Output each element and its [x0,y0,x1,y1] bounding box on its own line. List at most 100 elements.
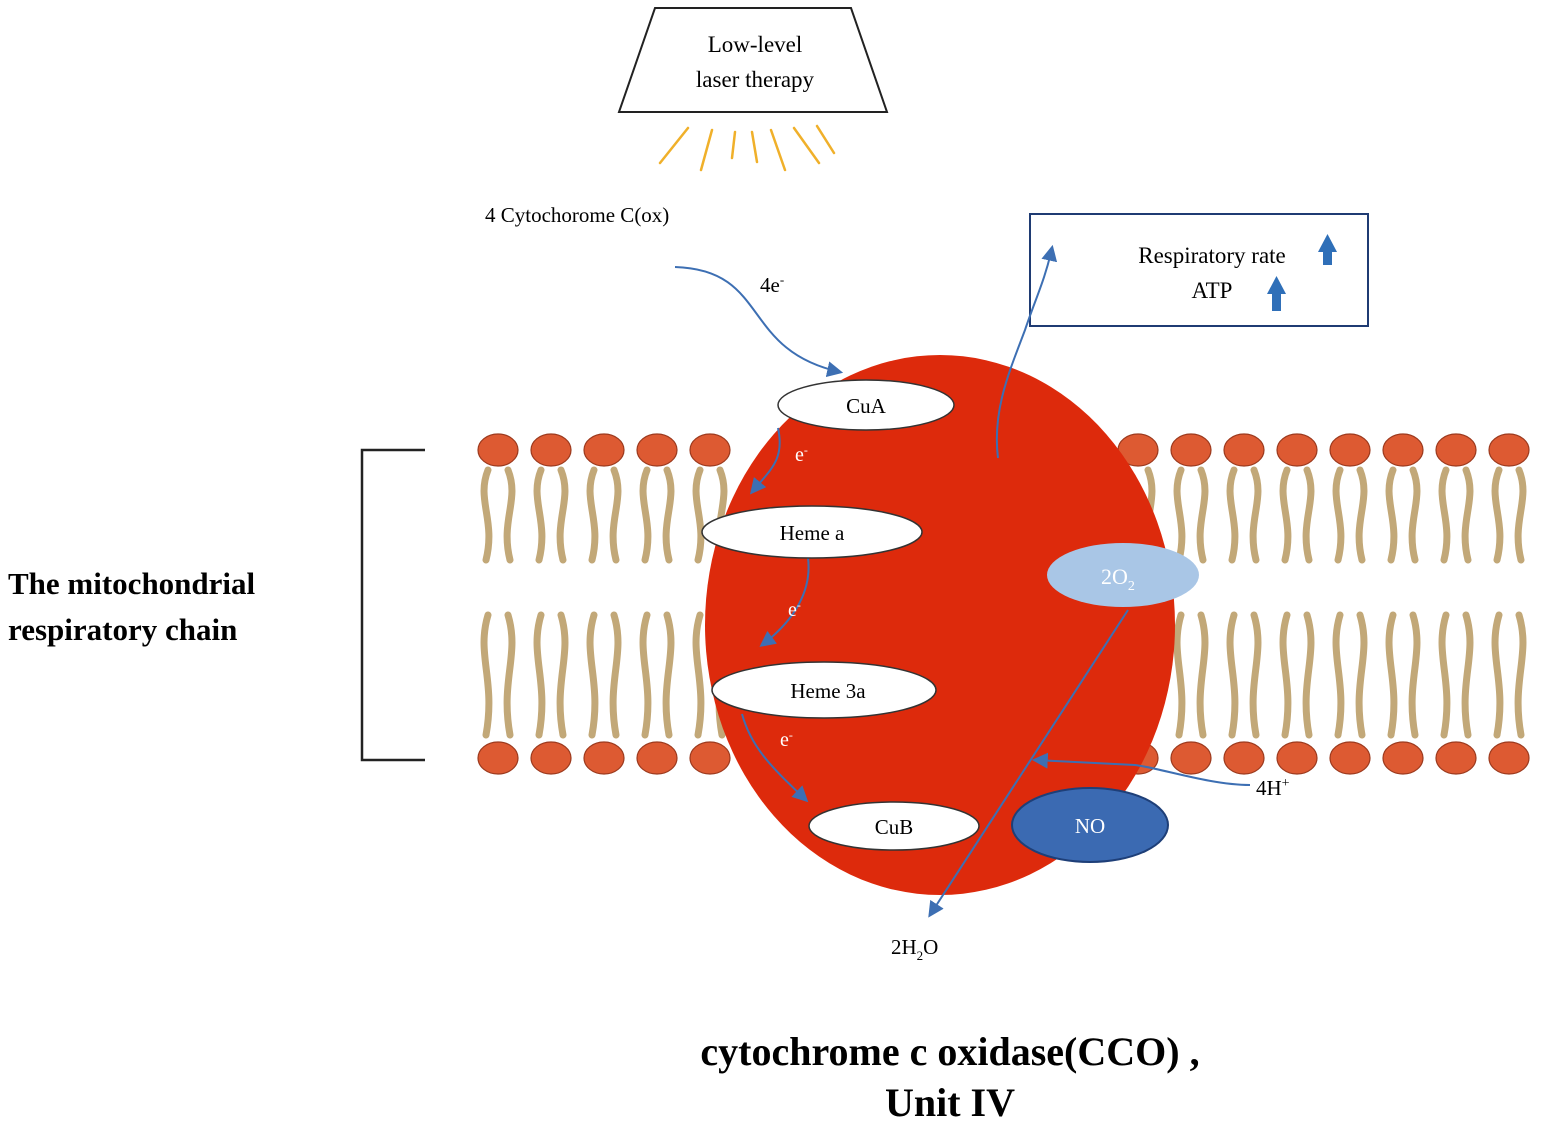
lipid-tail [639,611,652,739]
heme-3a-label: Heme 3a [790,679,866,703]
lipid-head [583,433,625,467]
result-box-frame [1029,213,1369,327]
lipid-tail [1173,611,1186,739]
lipid-tail [1332,466,1345,564]
lipid-head [530,433,572,467]
lipid-tail [1461,466,1474,564]
laser-ray [699,128,714,172]
lipid-tail [1385,611,1398,739]
cua-label: CuA [846,394,887,418]
lipid-head [1329,433,1371,467]
lipid-tail [586,611,599,739]
lipid-tail [503,466,516,564]
electron-input-arrow [674,266,844,378]
heme-3a-center: Heme 3a [711,661,937,719]
lipid-tail [1355,466,1368,564]
lipid-head [1223,741,1265,775]
lipid-head [477,433,519,467]
water-label: 2H2O [891,935,938,963]
laser-device: Low-level laser therapy [617,7,889,113]
oxygen-label: 2O2 [1101,564,1135,594]
lipid-head [636,433,678,467]
lipid-tail [1332,611,1345,739]
lipid-tail [1302,611,1315,739]
lipid-tail [1408,466,1421,564]
lipid-tail [1196,466,1209,564]
cua-center: CuA [777,379,955,431]
lipid-tail [1279,466,1292,564]
lipid-head [1435,741,1477,775]
lipid-tail [692,611,705,739]
lipid-tail [1461,611,1474,739]
heme-3a-to-cub-arrow [741,713,809,803]
lipid-tail [1385,466,1398,564]
laser-ray [792,126,821,165]
laser-ray [815,124,836,155]
atp-label: ATP [1192,278,1233,303]
up-arrow-icon [1267,276,1286,311]
lipid-tail [533,466,546,564]
lipid-head [1382,433,1424,467]
lipid-tail [662,611,675,739]
lipid-head [530,741,572,775]
lipid-tail [1491,466,1504,564]
lipid-tail [556,611,569,739]
bracket-label-line2: respiratory chain [8,612,237,647]
laser-ray [769,128,787,172]
membrane-bracket [360,448,425,762]
lipid-tail [1438,611,1451,739]
electron-label-1: e- [795,443,808,466]
laser-label-line1: Low-level [708,32,803,57]
laser-ray [750,130,759,164]
lipid-head [689,741,731,775]
lipid-tail [556,466,569,564]
oxygen-molecule: 2O2 [1047,543,1199,607]
laser-trapezoid [617,7,889,113]
lipid-tail [662,466,675,564]
lipid-head [1488,741,1530,775]
lipid-tail [533,611,546,739]
oxygen-to-water-arrow [928,609,1129,918]
lipid-tail [586,466,599,564]
laser-ray [658,126,690,165]
lipid-tail [1173,466,1186,564]
lipid-head [689,433,731,467]
lipid-head [1382,741,1424,775]
lipid-tail [609,611,622,739]
lipid-head [1435,433,1477,467]
lipid-tail [1491,611,1504,739]
lipid-head [1276,741,1318,775]
lipid-tail [1226,466,1239,564]
lipid-tail [1249,611,1262,739]
lipid-head [1488,433,1530,467]
caption-line1: cytochrome c oxidase(CCO) , [700,1029,1199,1074]
lipid-tail [1196,611,1209,739]
cco-enzyme-body [705,355,1175,895]
lipid-tail [480,466,493,564]
lipid-tail [1514,611,1527,739]
proton-input-arrow [1031,752,1251,786]
lipid-tail [480,611,493,739]
lipid-tail [1226,611,1239,739]
cub-label: CuB [875,815,914,839]
heme-a-label: Heme a [780,521,845,545]
electron-input-label: 4e- [760,272,784,297]
lipid-tail [1438,466,1451,564]
electron-label-3: e- [780,728,793,751]
lipid-head [1170,433,1212,467]
respiratory-rate-label: Respiratory rate [1138,243,1286,268]
lipid-tail [1514,466,1527,564]
cub-center: CuB [808,801,980,851]
output-arrow-to-result [995,244,1058,459]
heme-a-center: Heme a [701,505,923,559]
no-label: NO [1075,814,1105,838]
lipid-head [1276,433,1318,467]
lipid-head [477,741,519,775]
lipid-tail [609,466,622,564]
lipid-tail [639,466,652,564]
cua-to-heme-a-arrow [749,427,781,495]
up-arrow-icon [1318,234,1337,265]
caption-line2: Unit IV [885,1080,1015,1125]
lipid-tail [692,466,705,564]
